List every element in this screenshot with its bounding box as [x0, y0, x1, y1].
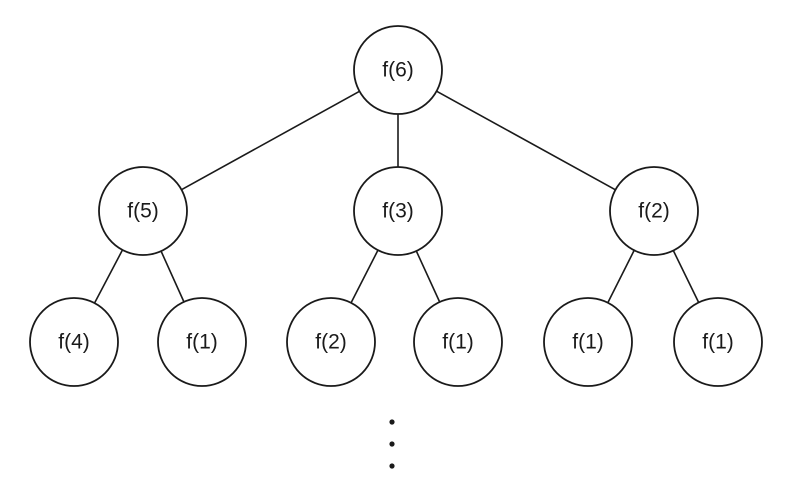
node-label: f(5)	[127, 200, 159, 223]
tree-edge	[93, 249, 124, 304]
node-circle	[543, 297, 633, 387]
node-circle	[673, 297, 763, 387]
node-circle	[157, 297, 247, 387]
tree-edge	[672, 250, 700, 303]
tree-edges	[93, 90, 700, 304]
node-label: f(6)	[382, 59, 414, 82]
tree-node: f(2)	[609, 166, 699, 256]
tree-node: f(1)	[543, 297, 633, 387]
node-label: f(1)	[702, 331, 734, 354]
node-label: f(2)	[638, 200, 670, 223]
node-circle	[413, 297, 503, 387]
ellipsis-dot	[389, 419, 395, 425]
node-label: f(4)	[58, 331, 90, 354]
continuation-ellipsis: ⋮	[389, 419, 395, 469]
node-label: f(1)	[572, 331, 604, 354]
node-circle	[609, 166, 699, 256]
node-circle	[29, 297, 119, 387]
tree-node: f(1)	[673, 297, 763, 387]
node-circle	[286, 297, 376, 387]
tree-edge	[350, 249, 379, 304]
tree-edge	[160, 250, 185, 303]
node-label: f(1)	[442, 331, 474, 354]
node-label: f(3)	[382, 200, 414, 223]
tree-node: f(5)	[98, 166, 188, 256]
tree-edge	[436, 90, 616, 191]
tree-edge	[415, 250, 441, 303]
tree-nodes: f(6) f(5) f(4) f(1) f(3) f(2) f(1) f(2) f(1) f(1)	[29, 25, 763, 387]
tree-node: f(6)	[353, 25, 443, 115]
ellipsis-dot	[389, 441, 395, 447]
node-circle	[98, 166, 188, 256]
ellipsis-dot	[389, 463, 395, 469]
tree-node: f(1)	[157, 297, 247, 387]
tree-node: f(1)	[413, 297, 503, 387]
node-label: f(1)	[186, 331, 218, 354]
node-circle	[353, 25, 443, 115]
tree-edge	[607, 249, 635, 304]
tree-node: f(4)	[29, 297, 119, 387]
node-circle	[353, 166, 443, 256]
tree-edge	[181, 90, 360, 191]
tree-node: f(2)	[286, 297, 376, 387]
node-label: f(2)	[315, 331, 347, 354]
tree-node: f(3)	[353, 166, 443, 256]
